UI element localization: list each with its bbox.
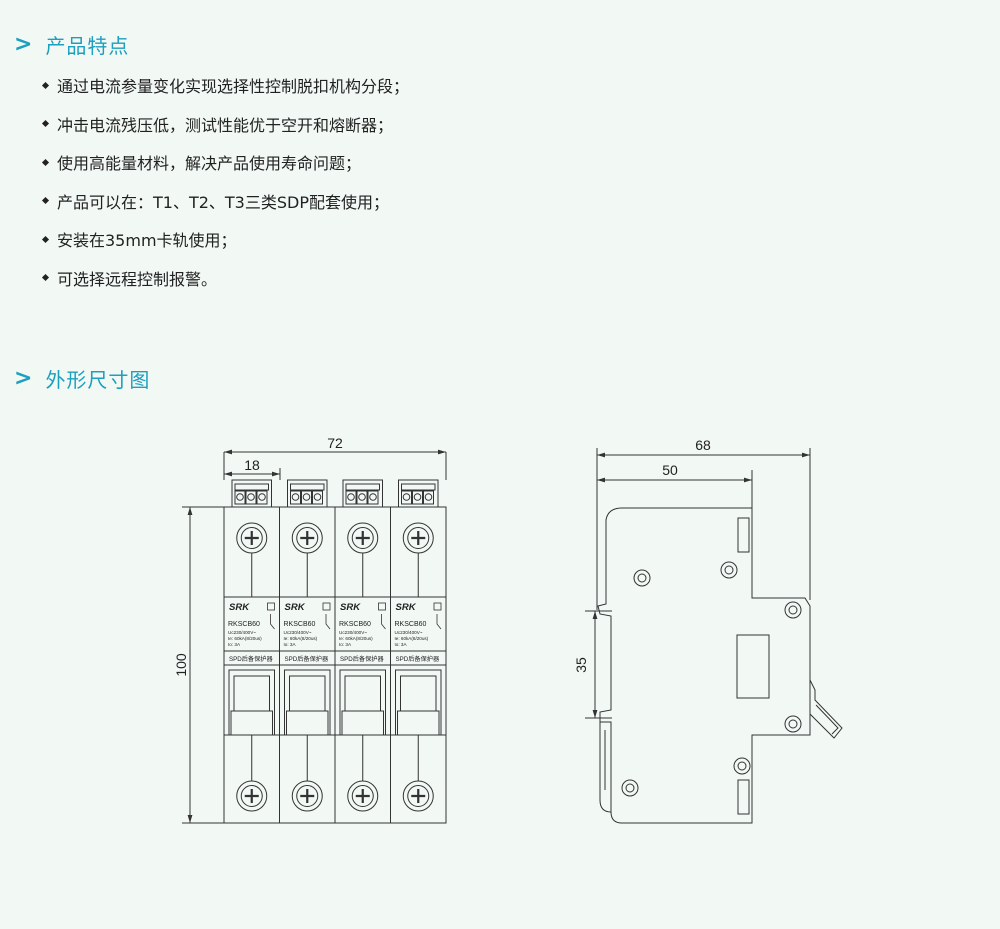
label-spec2: Ie: 60kA(8/20us) — [339, 636, 373, 641]
label-name: SPD后备保护器 — [396, 655, 440, 663]
label-brand: SRK — [340, 602, 361, 613]
label-spec1: Uc230/400V~ — [339, 630, 367, 635]
section-heading-dimensions: > 外形尺寸图 — [14, 364, 150, 393]
dimension-label: 72 — [327, 435, 343, 451]
screw-icon — [347, 780, 379, 812]
label-spec3: Io: 3A — [228, 642, 241, 647]
dimension-height: 100 — [173, 506, 224, 824]
screw-hole — [720, 561, 738, 579]
label-spec1: Uc230/400V~ — [228, 630, 256, 635]
label-spec3: Io: 3A — [395, 642, 408, 647]
dimension-side-partial: 50 — [597, 462, 753, 510]
terminal-block — [398, 479, 439, 508]
screw-hole — [784, 715, 802, 733]
label-window — [736, 634, 770, 699]
label-spec1: Uc230/400V~ — [395, 630, 423, 635]
dimension-label: 68 — [695, 437, 711, 453]
label-name: SPD后备保护器 — [340, 655, 384, 663]
feature-item: 安装在35mm卡轨使用； — [40, 220, 409, 259]
dimension-pole-width: 18 — [224, 457, 281, 480]
handle-lever — [809, 679, 843, 739]
slot — [737, 517, 750, 553]
dimension-rail: 35 — [573, 610, 612, 719]
screw-icon — [236, 780, 268, 812]
dimension-label: 35 — [573, 657, 589, 673]
feature-text: 可选择远程控制报警。 — [57, 269, 218, 289]
feature-item: 产品可以在：T1、T2、T3三类SDP配套使用； — [40, 182, 409, 221]
terminal-block — [342, 479, 383, 508]
dimension-label: 100 — [173, 653, 189, 677]
label-spec3: Io: 3A — [284, 642, 297, 647]
feature-text: 安装在35mm卡轨使用； — [57, 231, 237, 251]
feature-text: 使用高能量材料，解决产品使用寿命问题； — [57, 154, 362, 174]
label-model: RKSCB60 — [339, 621, 371, 628]
terminal-block — [287, 479, 328, 508]
slot — [737, 779, 750, 815]
feature-item: 可选择远程控制报警。 — [40, 259, 409, 298]
feature-text: 冲击电流残压低，测试性能优于空开和熔断器； — [57, 115, 394, 135]
dimension-label: 18 — [244, 457, 260, 473]
screw-hole — [633, 569, 651, 587]
label-name: SPD后备保护器 — [285, 655, 329, 663]
side-body-outline — [597, 507, 811, 824]
section-title-dimensions: 外形尺寸图 — [45, 368, 151, 392]
switch-window — [224, 669, 280, 736]
feature-item: 冲击电流残压低，测试性能优于空开和熔断器； — [40, 105, 409, 144]
switch-window — [279, 669, 335, 736]
label-model: RKSCB60 — [395, 621, 427, 628]
section-heading-features: > 产品特点 — [14, 30, 129, 59]
feature-text: 产品可以在：T1、T2、T3三类SDP配套使用； — [57, 192, 389, 212]
feature-item: 通过电流参量变化实现选择性控制脱扣机构分段； — [40, 66, 409, 105]
label-brand: SRK — [396, 602, 417, 613]
label-spec2: Ie: 60kA(8/20us) — [284, 636, 318, 641]
dimension-label: 50 — [662, 462, 678, 478]
feature-text: 通过电流参量变化实现选择性控制脱扣机构分段； — [57, 77, 410, 97]
label-spec2: Ie: 60kA(8/20us) — [228, 636, 262, 641]
screw-hole — [733, 757, 751, 775]
label-spec3: Io: 3A — [339, 642, 352, 647]
label-name: SPD后备保护器 — [229, 655, 273, 663]
switch-window — [390, 669, 446, 736]
chevron-right-icon: > — [14, 366, 34, 391]
switch-window — [335, 669, 391, 736]
label-spec2: Ie: 60kA(8/20us) — [395, 636, 429, 641]
terminal-block — [231, 479, 272, 508]
label-brand: SRK — [229, 602, 250, 613]
label-brand: SRK — [285, 602, 306, 613]
label-spec1: Uc230/400V~ — [284, 630, 312, 635]
screw-hole — [621, 779, 639, 797]
feature-list: 通过电流参量变化实现选择性控制脱扣机构分段； 冲击电流残压低，测试性能优于空开和… — [40, 66, 409, 297]
label-model: RKSCB60 — [284, 621, 316, 628]
section-title-features: 产品特点 — [45, 34, 130, 58]
chevron-right-icon: > — [14, 32, 34, 57]
feature-item: 使用高能量材料，解决产品使用寿命问题； — [40, 143, 409, 182]
dimension-side-total: 68 — [596, 437, 811, 610]
label-model: RKSCB60 — [228, 621, 260, 628]
screw-icon — [291, 780, 323, 812]
rail-clip — [599, 722, 612, 813]
screw-hole — [784, 601, 802, 619]
